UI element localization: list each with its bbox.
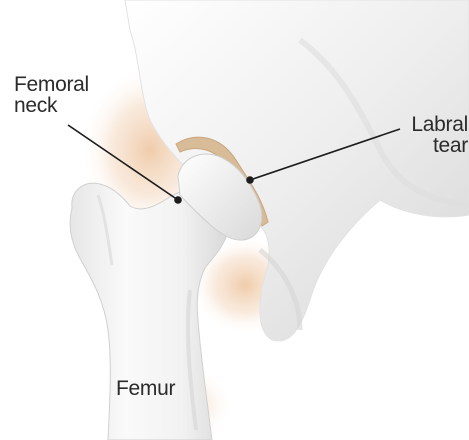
femoral-neck-marker [174, 196, 182, 204]
labral-tear-label: Labral tear [404, 114, 468, 156]
labral-tear-label-line1: Labral [404, 114, 468, 135]
femur-label: Femur [116, 378, 175, 399]
femoral-neck-label: Femoral neck [14, 74, 89, 116]
labral-tear-label-line2: tear [404, 135, 468, 156]
femoral-neck-label-line1: Femoral [14, 74, 89, 95]
labral-tear-marker [246, 176, 254, 184]
femoral-neck-label-line2: neck [14, 95, 89, 116]
